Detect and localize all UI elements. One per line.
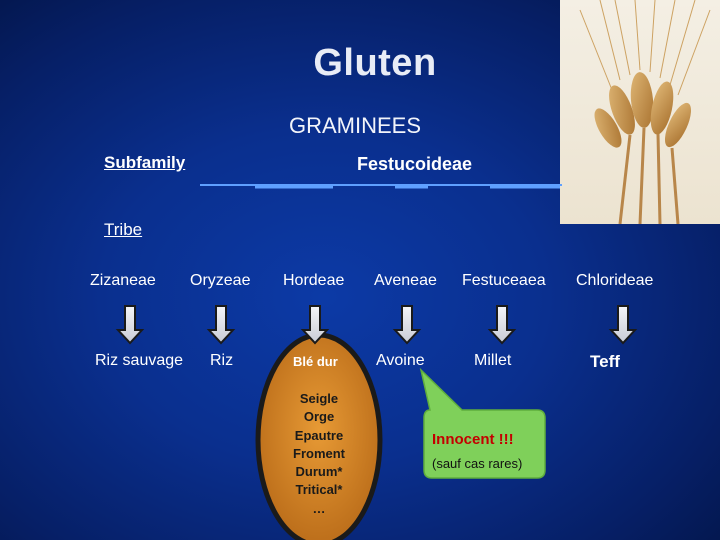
tribe-festuceaea: Festuceaea [462,272,546,289]
list-item: Orge [303,409,335,425]
arrow-down-icon [487,305,517,345]
list-item: Epautre [294,427,344,443]
wheat-photo [560,0,720,224]
tribe-chlorideae: Chlorideae [576,272,654,289]
list-item: Durum* [295,464,343,480]
tribe-label: Tribe [104,220,143,239]
food-millet: Millet [474,352,512,369]
arrow-down-icon [115,305,145,345]
arrow-down-icon [206,305,236,345]
food-riz: Riz [210,352,234,369]
subfamily-label: Subfamily [104,153,186,172]
tribe-oryzeae: Oryzeae [190,272,251,289]
arrow-down-icon [300,305,330,345]
list-item: … [312,500,326,516]
tribe-aveneae: Aveneae [374,272,437,289]
tribe-zizaneae: Zizaneae [90,272,156,289]
list-item: Tritical* [295,482,343,498]
tribe-hordeae: Hordeae [283,272,345,289]
list-item: Seigle [299,391,339,406]
food-riz-sauvage: Riz sauvage [95,352,184,369]
arrow-down-icon [392,305,422,345]
family-title: GRAMINEES [288,113,422,138]
bubble-note: (sauf cas rares) [432,456,523,471]
list-item: Froment [293,445,345,461]
subfamily-name: Festucoideae [357,154,473,174]
arrow-down-icon [608,305,638,345]
food-avoine: Avoine [376,352,425,369]
slide-title: Gluten [313,42,437,84]
food-teff: Teff [590,352,620,371]
gluten-cereal-list: Seigle Orge Epautre Froment Durum* Triti… [282,390,356,518]
bubble-headline: Innocent !!! [432,431,514,448]
food-ble-dur: Blé dur [293,354,338,369]
